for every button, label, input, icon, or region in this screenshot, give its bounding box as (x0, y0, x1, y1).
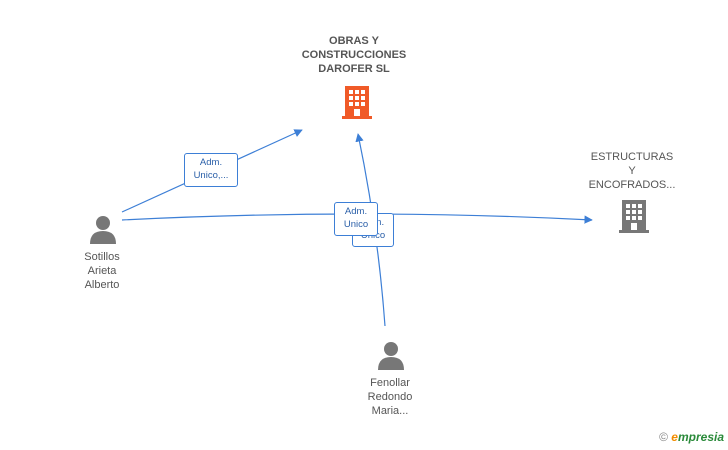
footer-branding: © empresia (659, 430, 724, 444)
edge-label-adm-unico[interactable]: Adm. Unico,... (184, 153, 238, 187)
empresia-logo[interactable]: empresia (671, 430, 724, 444)
edge-label-adm-unico[interactable]: Adm. Unico (334, 202, 378, 236)
building-icon[interactable] (341, 84, 373, 120)
person-name-fenollar[interactable]: Fenollar Redondo Maria... (367, 377, 413, 417)
person-name-sotillos[interactable]: Sotillos Arieta Alberto (84, 251, 120, 291)
copyright-symbol: © (659, 430, 668, 444)
company-name-obras[interactable]: OBRAS Y CONSTRUCCIONES DAROFER SL (301, 35, 407, 75)
person-icon[interactable] (376, 340, 406, 370)
person-icon[interactable] (88, 214, 118, 244)
company-name-estructuras[interactable]: ESTRUCTURAS Y ENCOFRADOS... (588, 151, 676, 191)
building-icon[interactable] (618, 198, 650, 234)
